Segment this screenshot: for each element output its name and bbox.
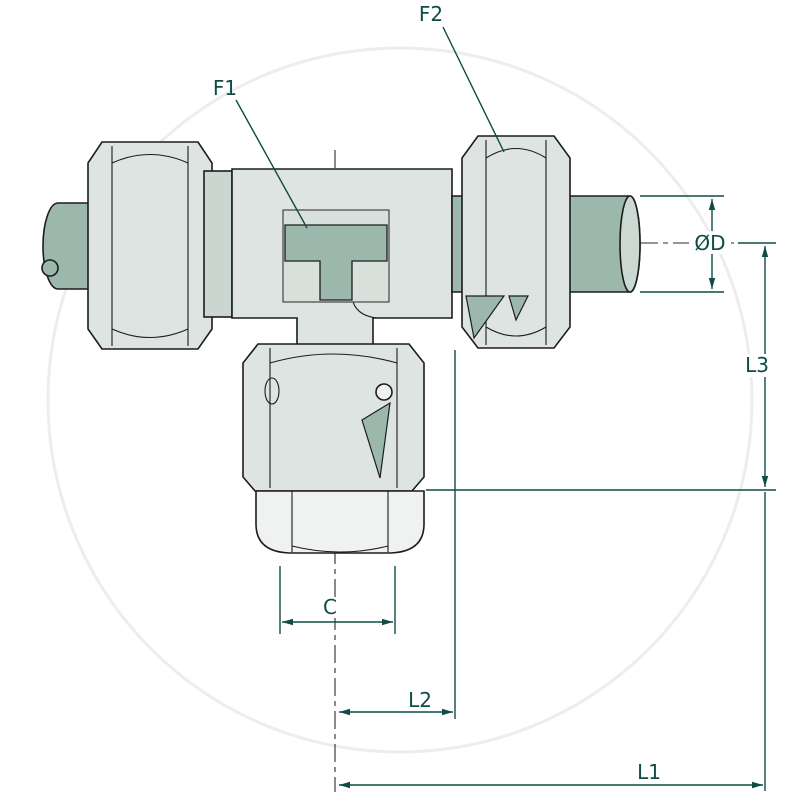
label-f2: F2 (419, 2, 443, 26)
left-nut (87, 141, 213, 350)
c-label-bg (317, 597, 344, 618)
label-l3: L3 (745, 353, 769, 377)
cutting-ring-wedge-right (508, 295, 529, 322)
f2-leader-line (442, 26, 505, 153)
label-l1: L1 (637, 760, 661, 784)
bottom-nut (255, 490, 425, 554)
fitting-assembly (41, 135, 641, 554)
branch-nut (242, 343, 425, 492)
dimensions: F1 F2 ØD L3 C L2 L1 (213, 2, 776, 791)
branch-nut-hole (264, 377, 280, 405)
dimension-l1 (339, 492, 766, 791)
flow-passage (284, 224, 388, 301)
dimension-l2 (339, 350, 456, 719)
label-f1: F1 (213, 76, 237, 100)
right-nut (461, 135, 571, 349)
f1-leader-line (235, 99, 308, 229)
right-tube-end (619, 195, 641, 293)
l3-label-bg (740, 354, 776, 377)
label-od: ØD (694, 231, 725, 255)
od-label-bg (689, 231, 731, 254)
label-l2: L2 (408, 688, 432, 712)
dimension-c (279, 566, 396, 634)
cutting-ring-section-right (465, 295, 506, 340)
tee-body (231, 168, 453, 346)
l1-label-bg (630, 762, 669, 783)
label-c: C (323, 595, 337, 619)
l2-label-bg (401, 690, 439, 711)
watermark-circle (46, 46, 754, 754)
cutting-ring-section-bottom (361, 401, 391, 479)
left-tube-end-ring (41, 259, 59, 277)
body-washer (203, 170, 233, 318)
detent-ball (375, 383, 393, 401)
